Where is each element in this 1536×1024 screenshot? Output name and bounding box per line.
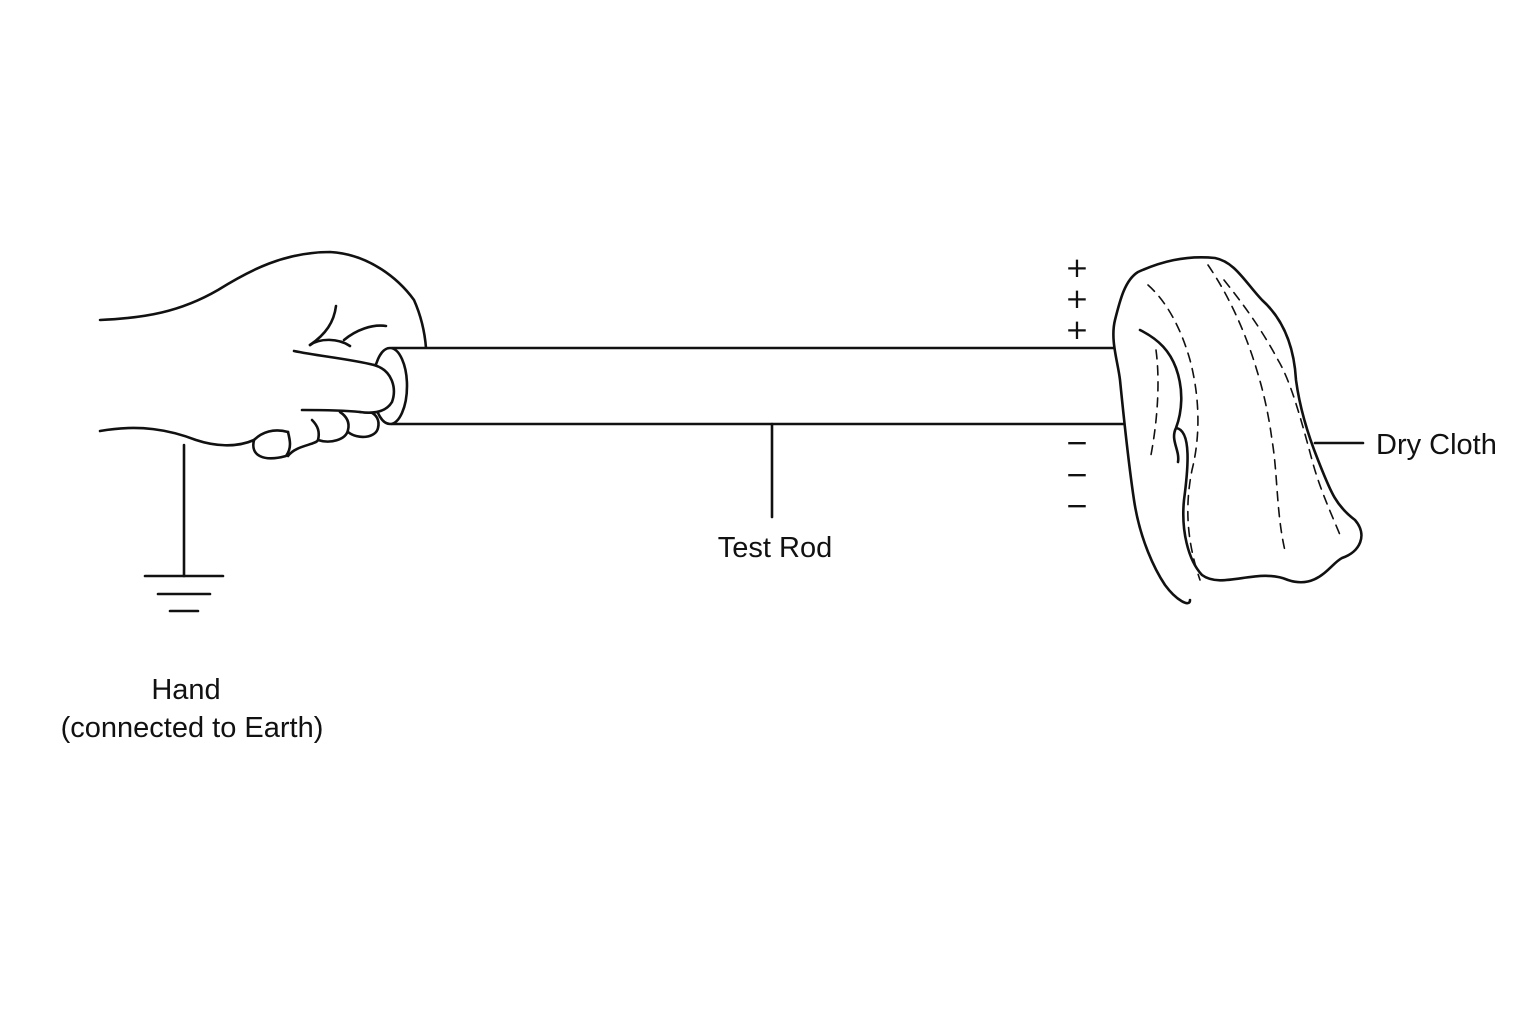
positive-charges: + + + [1065,251,1088,346]
positive-charge-3: + [1065,313,1088,346]
cloth-label: Dry Cloth [1376,429,1497,461]
negative-charge-1: − [1065,426,1088,459]
test-rod [358,346,1188,519]
earth-ground-symbol [143,443,225,613]
positive-charge-1: + [1065,251,1088,284]
rod-label: Test Rod [718,532,832,564]
negative-charge-2: − [1065,458,1088,491]
hand-label-subtitle: (connected to Earth) [61,712,324,744]
positive-charge-2: + [1065,282,1088,315]
negative-charge-3: − [1065,489,1088,522]
dry-cloth-drawing [1112,256,1365,605]
hand-label: Hand [151,674,220,706]
negative-charges: − − − [1065,426,1088,522]
hand-drawing [98,250,428,460]
